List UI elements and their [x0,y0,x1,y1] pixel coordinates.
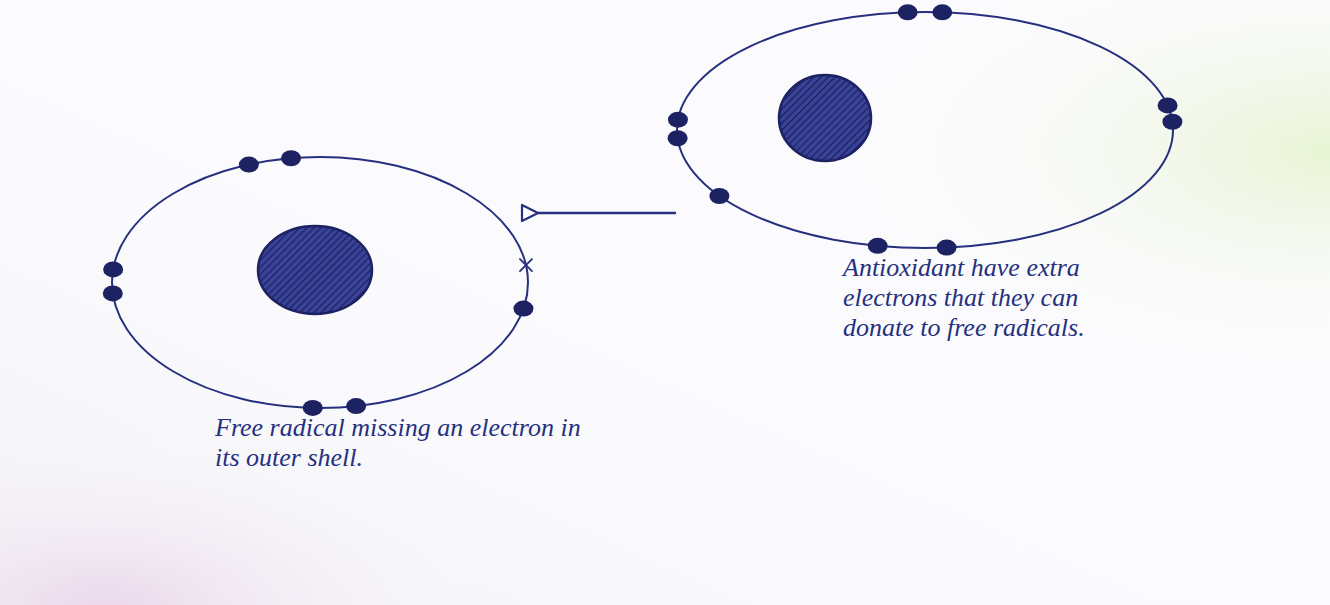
nucleus [258,226,372,314]
electron [1158,97,1178,113]
electron [709,188,729,204]
electron [932,4,952,20]
electron [1162,114,1182,130]
electron [281,150,301,166]
electron [346,398,366,414]
electron [668,112,688,128]
electron [898,4,918,20]
electron-shell [677,12,1173,248]
atom-drawing [110,155,530,410]
electron [513,301,533,317]
caption-holder: Free radical missing an electron in its … [215,413,600,473]
atom-node: Free radical missing an electron in its … [110,155,530,410]
electron [668,130,688,146]
electron [868,238,888,254]
caption-holder: Antioxidant have extra electrons that th… [843,253,1098,343]
donation-arrow [538,212,675,214]
electron [103,261,123,277]
nucleus [779,75,871,161]
electron [103,285,123,301]
atom-node: Antioxidant have extra electrons that th… [675,10,1175,250]
handwritten-note: Free radical missing an electron in its … [215,413,600,473]
electron [239,157,259,173]
missing-electron-mark [520,259,532,271]
atom-drawing [675,10,1175,250]
electron-shell [112,157,528,408]
handwritten-note: Antioxidant have extra electrons that th… [843,253,1098,343]
